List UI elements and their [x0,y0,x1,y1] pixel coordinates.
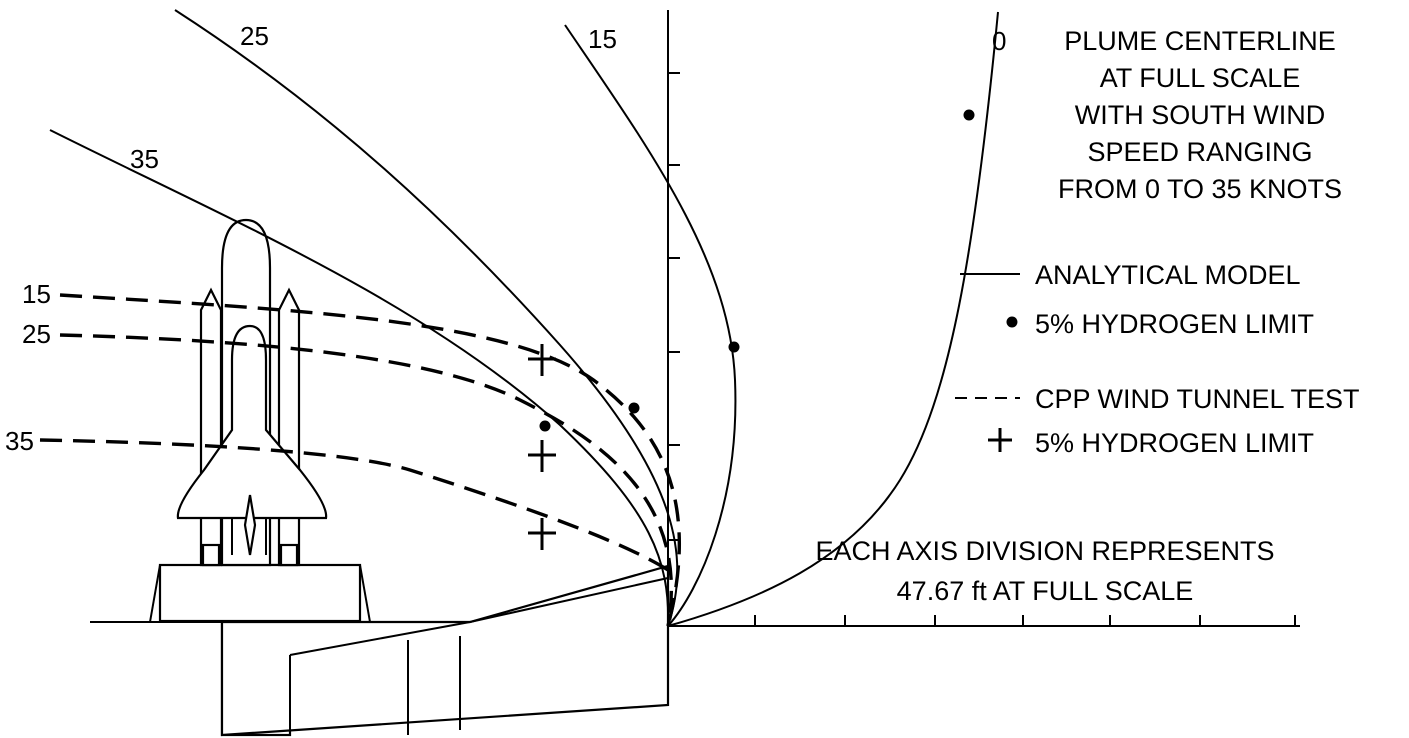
wt-curve-label-15: 15 [22,279,51,309]
space-shuttle [176,218,328,567]
legend-cpp-marker-label: 5% HYDROGEN LIMIT [1035,428,1314,458]
wt-curve-label-35: 35 [5,426,34,456]
wind-tunnel-curve-15 [59,293,682,627]
limit-plus-35 [528,518,556,550]
curve-labels: 0 15 25 35 15 25 35 [5,21,1006,456]
curve-label-25: 25 [240,21,269,51]
wind-tunnel-limit-markers [528,344,556,550]
axis-note-line-1: EACH AXIS DIVISION REPRESENTS [815,536,1274,566]
legend-analytical-label: ANALYTICAL MODEL [1035,260,1301,290]
limit-dot-25 [628,402,640,414]
legend-cpp-label: CPP WIND TUNNEL TEST [1035,384,1360,414]
vertical-axis-ticks [668,72,680,541]
launch-pad [90,563,670,737]
legend-dot-swatch [1006,316,1018,328]
analytical-limit-markers [539,109,975,432]
axis-note-line-2: 47.67 ft AT FULL SCALE [897,576,1194,606]
wind-tunnel-curve-25 [59,333,674,627]
limit-plus-25 [528,440,556,472]
wt-curve-label-25: 25 [22,319,51,349]
title-line-5: FROM 0 TO 35 KNOTS [1058,174,1342,204]
limit-dot-15 [728,341,740,353]
legend-analytical-marker-label: 5% HYDROGEN LIMIT [1035,309,1314,339]
legend: ANALYTICAL MODEL 5% HYDROGEN LIMIT CPP W… [955,260,1360,458]
title-line-1: PLUME CENTERLINE [1064,26,1336,56]
title-line-2: AT FULL SCALE [1100,63,1301,93]
legend-plus-swatch [988,428,1012,452]
curve-label-35: 35 [130,144,159,174]
analytical-curve-35 [49,129,670,627]
curve-label-15: 15 [588,24,617,54]
pad-platform [158,563,362,623]
analytical-curves [49,9,999,627]
limit-plus-15 [528,344,556,376]
horizontal-axis-ticks [754,615,1296,626]
right-booster [277,287,301,567]
title-line-3: WITH SOUTH WIND [1075,100,1325,130]
title-line-4: SPEED RANGING [1087,137,1312,167]
orbiter-tail [243,494,257,556]
limit-dot-35 [539,420,551,432]
axis-note: EACH AXIS DIVISION REPRESENTS 47.67 ft A… [815,536,1274,606]
analytical-curve-15 [564,24,737,627]
analytical-curve-25 [174,9,679,627]
wind-tunnel-curves [39,293,682,627]
diagram-title: PLUME CENTERLINE AT FULL SCALE WITH SOUT… [1058,26,1342,204]
limit-dot-0 [963,109,975,121]
wind-tunnel-curve-35 [39,438,669,572]
curve-label-0: 0 [992,26,1006,56]
left-booster [199,287,223,567]
analytical-curve-0 [667,11,999,627]
